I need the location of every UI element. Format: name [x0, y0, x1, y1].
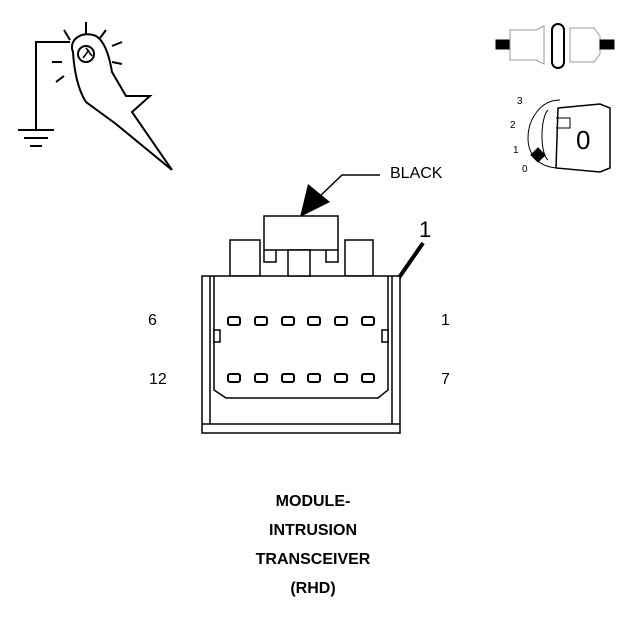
caption-line-1: MODULE-	[275, 493, 351, 510]
pin-cavity-12	[227, 373, 241, 383]
connector-color-label: BLACK	[390, 165, 443, 182]
pin-cavity-2	[334, 316, 348, 326]
ignition-position-1: 1	[513, 145, 519, 156]
pin-cavity-7	[361, 373, 375, 383]
pin-cavity-5	[254, 316, 268, 326]
pin-cavity-4	[281, 316, 295, 326]
caption-line-4: (RHD)	[290, 580, 336, 597]
pin-label-top-right: 1	[441, 312, 450, 329]
test-light-icon	[18, 22, 173, 171]
pin-cavity-9	[307, 373, 321, 383]
pin-label-bottom-left: 12	[149, 371, 167, 388]
pin-cavities	[227, 316, 375, 383]
caption-line-3: TRANSCEIVER	[255, 551, 371, 568]
ignition-position-2: 2	[510, 120, 516, 131]
pin-cavity-6	[227, 316, 241, 326]
unplugged-connector-icon	[495, 23, 615, 69]
ignition-key-icon	[527, 99, 611, 173]
ignition-position-3: 3	[517, 96, 523, 107]
ignition-key-label: 0	[576, 125, 591, 155]
callout-number: 1	[419, 217, 432, 242]
component-caption: MODULE- INTRUSION TRANSCEIVER (RHD)	[0, 487, 626, 603]
pin-label-bottom-right: 7	[441, 371, 450, 388]
pin-label-top-left: 6	[148, 312, 157, 329]
pin-cavity-1	[361, 316, 375, 326]
ignition-position-0: 0	[522, 164, 528, 175]
pin-cavity-11	[254, 373, 268, 383]
pin-cavity-8	[334, 373, 348, 383]
caption-line-2: INTRUSION	[269, 522, 357, 539]
color-leader-arrow	[300, 174, 380, 217]
pin-cavity-3	[307, 316, 321, 326]
pin-cavity-10	[281, 373, 295, 383]
connector-body	[201, 215, 401, 434]
